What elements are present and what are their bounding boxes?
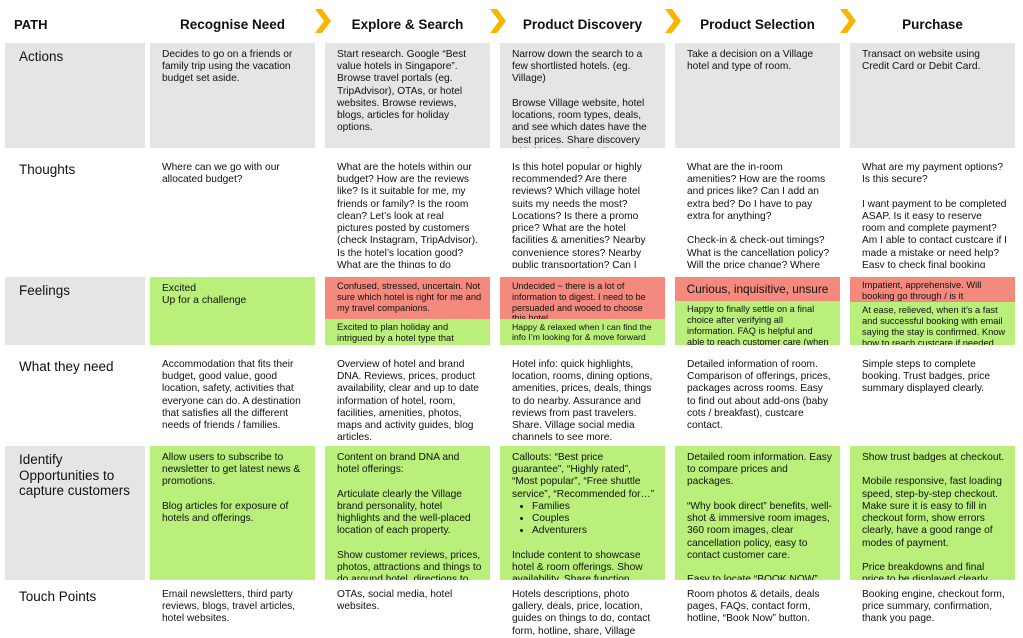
row-label-thoughts: Thoughts	[5, 156, 145, 268]
chevron-right-icon	[840, 9, 856, 33]
feelings-purchase-negative: Impatient, apprehensive. Will booking go…	[850, 277, 1015, 302]
thoughts-recognise-need: Where can we go with our allocated budge…	[150, 156, 315, 268]
actions-explore-search: Start research. Google “Best value hotel…	[325, 43, 490, 148]
row-label-feelings: Feelings	[5, 277, 145, 345]
needs-product-selection: Detailed information of room. Comparison…	[675, 353, 840, 443]
row-label-needs: What they need	[5, 353, 145, 443]
needs-product-discovery: Hotel info: quick highlights, location, …	[500, 353, 665, 443]
stage-product-discovery: Product Discovery	[522, 16, 643, 32]
thoughts-purchase: What are my payment options? Is this sec…	[850, 156, 1015, 268]
discovery-content-note: Include content to showcase hotel & room…	[512, 549, 643, 580]
needs-recognise-need: Accommodation that fits their budget, go…	[150, 353, 315, 443]
opportunities-purchase: Show trust badges at checkout. Mobile re…	[850, 446, 1015, 580]
path-header: PATH	[14, 16, 48, 32]
thoughts-product-selection: What are the in-room amenities? How are …	[675, 156, 840, 268]
feelings-discovery-positive: Happy & relaxed when I can find the info…	[500, 319, 665, 345]
opportunities-product-discovery: Callouts: “Best price guarantee”, “Highl…	[500, 446, 665, 580]
needs-purchase: Simple steps to complete booking. Trust …	[850, 353, 1015, 443]
row-label-opportunities: Identify Opportunities to capture custom…	[5, 446, 145, 580]
chevron-right-icon	[315, 9, 331, 33]
touchpoints-explore-search: OTAs, social media, hotel websites.	[325, 583, 490, 638]
actions-product-discovery: Narrow down the search to a few shortlis…	[500, 43, 665, 148]
list-item: Families	[532, 501, 657, 513]
opportunities-recognise-need: Allow users to subscribe to newsletter t…	[150, 446, 315, 580]
thoughts-explore-search: What are the hotels within our budget? H…	[325, 156, 490, 268]
list-item: Adventurers	[532, 525, 657, 537]
row-label-actions: Actions	[5, 43, 145, 148]
list-item: Couples	[532, 513, 657, 525]
row-label-touchpoints: Touch Points	[5, 583, 145, 638]
discovery-callouts: Callouts: “Best price guarantee”, “Highl…	[512, 452, 655, 500]
opportunities-product-selection: Detailed room information. Easy to compa…	[675, 446, 840, 580]
discovery-audience-list: Families Couples Adventurers	[512, 501, 657, 538]
chevron-right-icon	[665, 9, 681, 33]
actions-product-selection: Take a decision on a Village hotel and t…	[675, 43, 840, 148]
touchpoints-product-discovery: Hotels descriptions, photo gallery, deal…	[500, 583, 665, 638]
stage-product-selection: Product Selection	[700, 16, 815, 32]
stage-explore-search: Explore & Search	[351, 16, 464, 32]
feelings-explore-negative: Confused, stressed, uncertain. Not sure …	[325, 277, 490, 319]
feelings-explore-positive: Excited to plan holiday and intrigued by…	[325, 319, 490, 345]
chevron-right-icon	[490, 9, 506, 33]
thoughts-product-discovery: Is this hotel popular or highly recommen…	[500, 156, 665, 268]
opportunities-explore-search: Content on brand DNA and hotel offerings…	[325, 446, 490, 580]
touchpoints-recognise-need: Email newsletters, third party reviews, …	[150, 583, 315, 638]
actions-recognise-need: Decides to go on a friends or family tri…	[150, 43, 315, 148]
feelings-selection-negative: Curious, inquisitive, unsure	[675, 277, 840, 301]
stage-recognise-need: Recognise Need	[179, 16, 286, 32]
stage-purchase: Purchase	[902, 16, 963, 32]
feelings-recognise-need: Excited Up for a challenge	[150, 277, 315, 345]
feelings-purchase-positive: At ease, relieved, when it’s a fast and …	[850, 302, 1015, 345]
feelings-selection-positive: Happy to finally settle on a final choic…	[675, 301, 840, 345]
feelings-discovery-negative: Undecided ~ there is a lot of informatio…	[500, 277, 665, 319]
actions-purchase: Transact on website using Credit Card or…	[850, 43, 1015, 148]
touchpoints-purchase: Booking engine, checkout form, price sum…	[850, 583, 1015, 638]
needs-explore-search: Overview of hotel and brand DNA. Reviews…	[325, 353, 490, 443]
touchpoints-product-selection: Room photos & details, deals pages, FAQs…	[675, 583, 840, 638]
